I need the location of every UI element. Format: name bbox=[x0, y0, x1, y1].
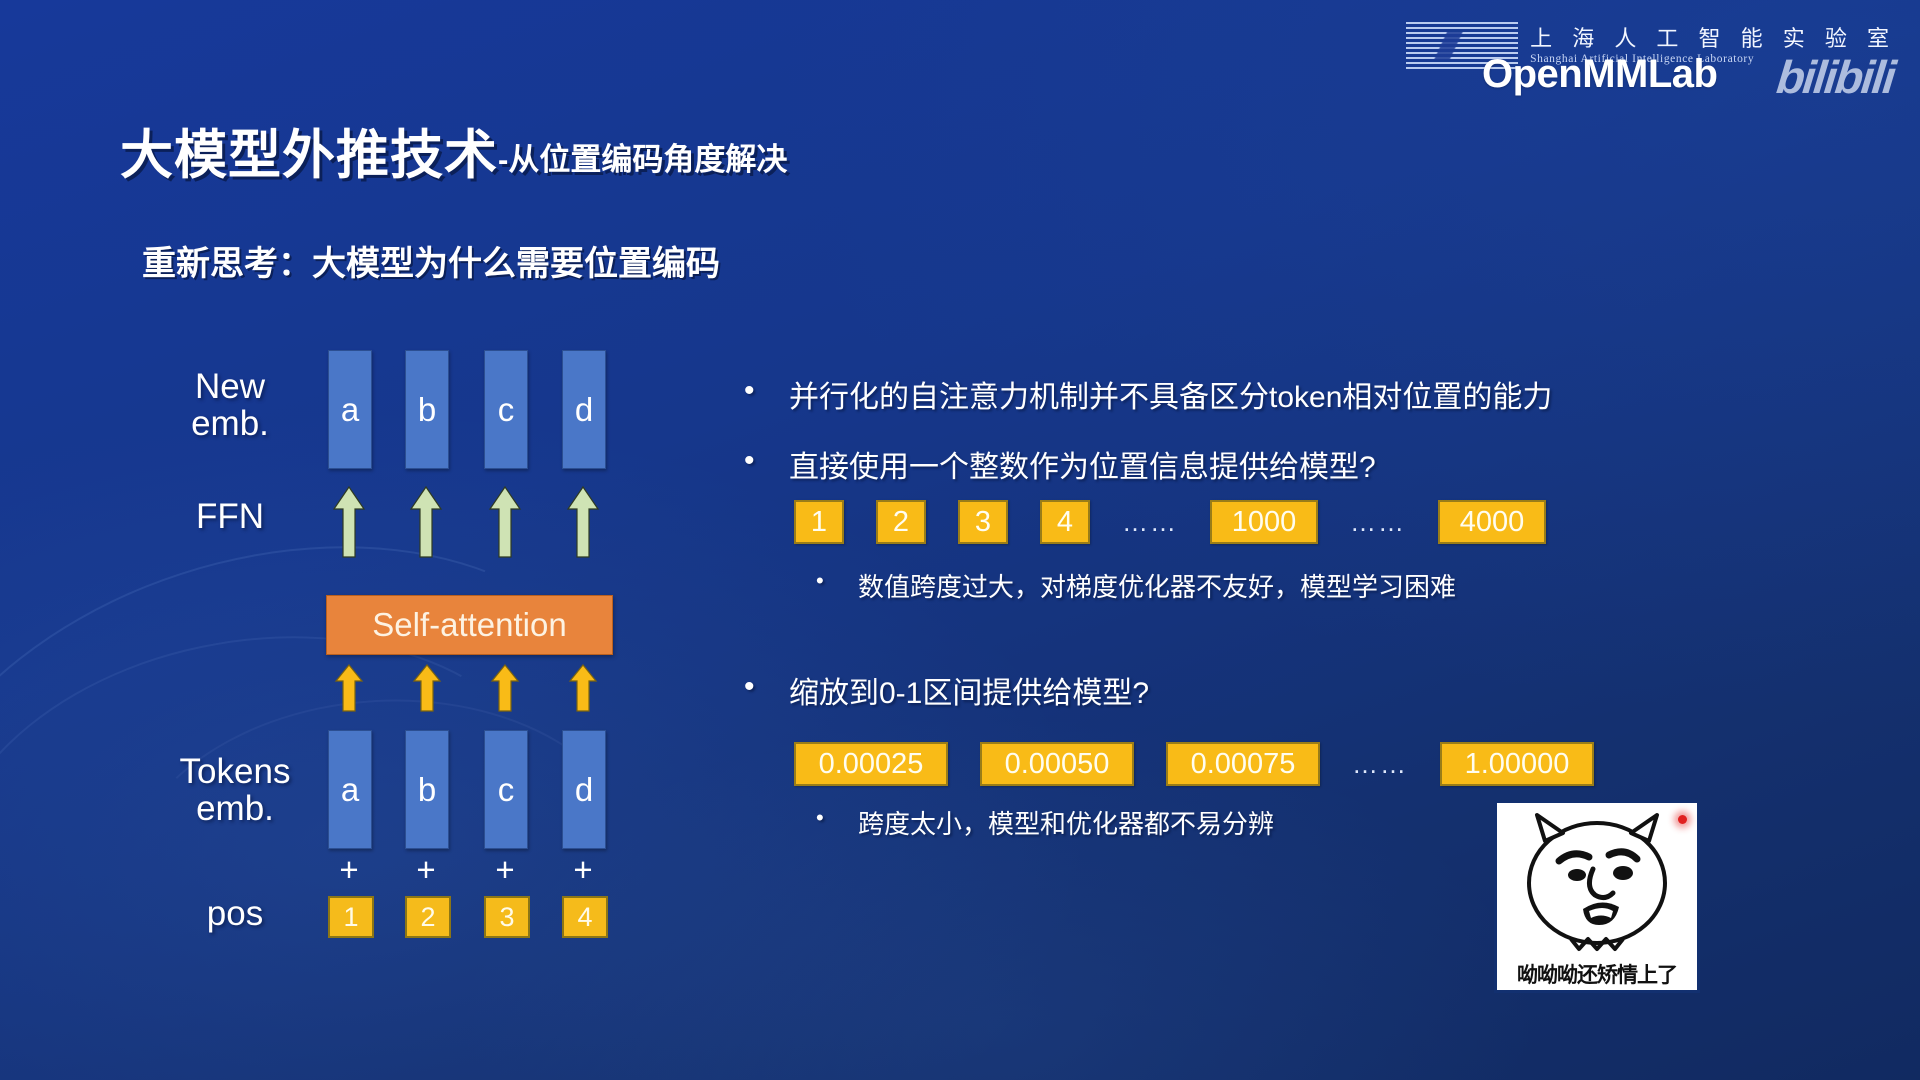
value-chip: 4000 bbox=[1438, 500, 1546, 544]
pos-box: 3 bbox=[484, 896, 530, 938]
pos-box: 4 bbox=[562, 896, 608, 938]
page-title-suffix: -从位置编码角度解决 bbox=[498, 142, 788, 177]
value-chip: 1 bbox=[794, 500, 844, 544]
new-emb-box: b bbox=[405, 350, 449, 469]
new-emb-box: a bbox=[328, 350, 372, 469]
lab-mark-icon bbox=[1406, 22, 1519, 70]
value-chip: 0.00050 bbox=[980, 742, 1134, 786]
label-new-emb: New emb. bbox=[150, 368, 310, 442]
ellipsis-separator: …… bbox=[1122, 507, 1178, 537]
value-chip: 4 bbox=[1040, 500, 1090, 544]
sub-bullet-item-1: • 数值跨度过大，对梯度优化器不友好，模型学习困难 bbox=[816, 567, 1456, 604]
bullet-marker: • bbox=[744, 444, 755, 477]
page-title-main: 大模型外推技术 bbox=[120, 126, 498, 185]
bilibili-watermark: bilibili bbox=[1774, 51, 1897, 103]
bullet-text-3: 缩放到0-1区间提供给模型? bbox=[789, 677, 1150, 710]
label-ffn: FFN bbox=[195, 497, 265, 536]
ellipsis-separator: …… bbox=[1352, 749, 1408, 779]
ffn-arrow-icon bbox=[566, 485, 600, 564]
header-logos: 上 海 人 工 智 能 实 验 室 Shanghai Artificial In… bbox=[1406, 8, 1902, 108]
pos-box: 2 bbox=[405, 896, 451, 938]
plus-sign: + bbox=[339, 851, 359, 888]
plus-sign: + bbox=[416, 851, 436, 888]
label-tokens-emb-line1: Tokens bbox=[179, 752, 291, 791]
value-chip: 1000 bbox=[1210, 500, 1318, 544]
lab-name-cn: 上 海 人 工 智 能 实 验 室 bbox=[1530, 25, 1896, 51]
bullet-text-2: 直接使用一个整数作为位置信息提供给模型? bbox=[789, 451, 1376, 484]
value-chip: 2 bbox=[876, 500, 926, 544]
sub-bullet-marker: • bbox=[816, 568, 824, 593]
ffn-arrow-icon bbox=[409, 485, 443, 564]
plus-sign: + bbox=[495, 851, 515, 888]
ffn-arrow-icon bbox=[488, 485, 522, 564]
sub-bullet-item-2: • 跨度太小，模型和优化器都不易分辨 bbox=[816, 804, 1274, 841]
ellipsis-separator: …… bbox=[1350, 507, 1406, 537]
sub-bullet-text-1: 数值跨度过大，对梯度优化器不友好，模型学习困难 bbox=[858, 572, 1457, 602]
token-arrow-icon bbox=[412, 664, 446, 717]
new-emb-box: d bbox=[562, 350, 606, 469]
pos-box: 1 bbox=[328, 896, 374, 938]
recording-indicator-icon bbox=[1678, 815, 1687, 824]
label-tokens-emb: Tokens emb. bbox=[140, 753, 330, 827]
token-arrow-icon bbox=[490, 664, 524, 717]
label-new-emb-line2: emb. bbox=[191, 404, 269, 444]
lab-name-en: Shanghai Artificial Intelligence Laborat… bbox=[1530, 53, 1755, 66]
value-chip: 0.00025 bbox=[794, 742, 948, 786]
new-emb-box: c bbox=[484, 350, 528, 469]
token-arrow-icon bbox=[568, 664, 602, 717]
token-emb-box: a bbox=[328, 730, 372, 849]
sub-bullet-text-2: 跨度太小，模型和优化器都不易分辨 bbox=[858, 809, 1275, 839]
lab-name-block: 上 海 人 工 智 能 实 验 室 Shanghai Artificial In… bbox=[1530, 27, 1896, 65]
label-tokens-emb-line2: emb. bbox=[196, 789, 274, 829]
shanghai-ai-lab-logo: 上 海 人 工 智 能 实 验 室 Shanghai Artificial In… bbox=[1406, 22, 1896, 70]
label-new-emb-line1: New bbox=[194, 367, 266, 406]
transformer-diagram: New emb. a b c d FFN Self-attention bbox=[150, 330, 650, 960]
meme-face-icon bbox=[1527, 813, 1667, 951]
self-attention-box: Self-attention bbox=[326, 595, 613, 655]
bullet-marker: • bbox=[744, 670, 755, 703]
bullet-item-1: • 并行化的自注意力机制并不具备区分token相对位置的能力 bbox=[744, 372, 1552, 416]
decimal-value-row: 0.00025 0.00050 0.00075 …… 1.00000 bbox=[794, 742, 1594, 786]
token-emb-box: d bbox=[562, 730, 606, 849]
meme-sticker: 呦呦呦还矫情上了 bbox=[1494, 800, 1700, 993]
value-chip: 0.00075 bbox=[1166, 742, 1320, 786]
value-chip: 3 bbox=[958, 500, 1008, 544]
value-chip: 1.00000 bbox=[1440, 742, 1594, 786]
token-arrow-icon bbox=[334, 664, 368, 717]
page-title: 大模型外推技术-从位置编码角度解决 bbox=[120, 113, 787, 189]
openmmlab-watermark: OpenMMLab bbox=[1482, 52, 1718, 96]
token-emb-box: c bbox=[484, 730, 528, 849]
bullet-item-3: • 缩放到0-1区间提供给模型? bbox=[744, 668, 1149, 712]
ffn-arrow-icon bbox=[332, 485, 366, 564]
meme-caption: 呦呦呦还矫情上了 bbox=[1517, 964, 1678, 987]
bullet-item-2: • 直接使用一个整数作为位置信息提供给模型? bbox=[744, 442, 1376, 486]
label-pos: pos bbox=[206, 894, 264, 933]
sub-bullet-marker: • bbox=[816, 805, 824, 830]
bullet-marker: • bbox=[744, 374, 755, 407]
bullet-text-1: 并行化的自注意力机制并不具备区分token相对位置的能力 bbox=[789, 381, 1553, 414]
plus-sign: + bbox=[573, 851, 593, 888]
token-emb-box: b bbox=[405, 730, 449, 849]
page-subtitle: 重新思考：大模型为什么需要位置编码 bbox=[142, 245, 720, 283]
